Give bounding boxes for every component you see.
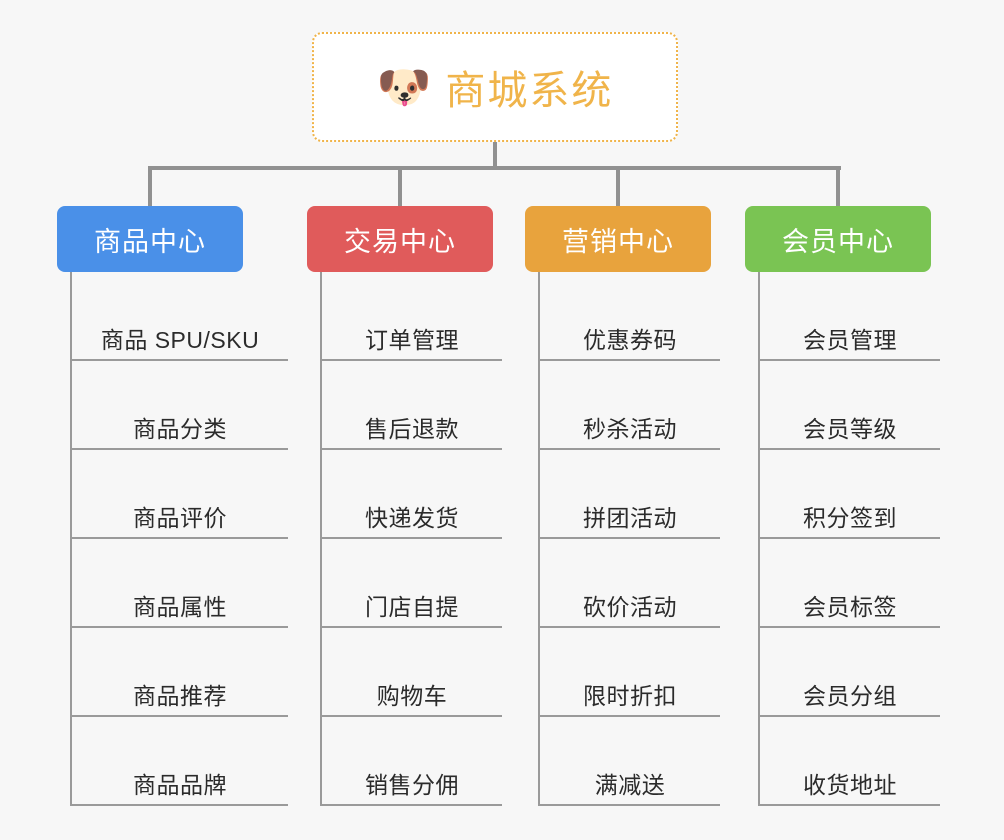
leaf-item[interactable]: 秒杀活动	[540, 361, 720, 450]
category-header-marketing-center[interactable]: 营销中心	[525, 206, 711, 272]
leaf-item-label: 商品推荐	[133, 683, 227, 709]
connector-drop-trade-center	[398, 166, 402, 206]
leaf-item[interactable]: 会员分组	[760, 628, 940, 717]
leaf-item[interactable]: 会员等级	[760, 361, 940, 450]
leaf-item[interactable]: 拼团活动	[540, 450, 720, 539]
connector-root-stem	[493, 142, 497, 170]
leaf-item-label: 优惠券码	[583, 327, 677, 353]
trunk-line-product-center	[70, 272, 72, 806]
leaf-item[interactable]: 售后退款	[322, 361, 502, 450]
root-node-title: 商城系统	[445, 69, 614, 113]
leaf-item[interactable]: 商品品牌	[72, 717, 288, 806]
leaf-item-label: 门店自提	[365, 594, 459, 620]
leaf-item-label: 收货地址	[803, 772, 897, 798]
shiba-dog-face-icon: 🐶	[376, 63, 432, 112]
leaf-item-label: 商品分类	[133, 416, 227, 442]
leaf-item[interactable]: 收货地址	[760, 717, 940, 806]
leaf-item[interactable]: 会员标签	[760, 539, 940, 628]
category-header-trade-center[interactable]: 交易中心	[307, 206, 493, 272]
leaf-item[interactable]: 销售分佣	[322, 717, 502, 806]
leaf-item-label: 会员管理	[803, 327, 897, 353]
leaf-item[interactable]: 快递发货	[322, 450, 502, 539]
leaf-item[interactable]: 商品推荐	[72, 628, 288, 717]
leaf-item[interactable]: 门店自提	[322, 539, 502, 628]
leaf-item[interactable]: 商品评价	[72, 450, 288, 539]
connector-horizontal-bus	[149, 166, 841, 170]
leaf-item-label: 销售分佣	[365, 772, 459, 798]
root-node[interactable]: 🐶 商城系统	[312, 32, 678, 142]
leaf-item-label: 商品品牌	[133, 772, 227, 798]
leaf-item-label: 拼团活动	[583, 505, 677, 531]
leaf-item[interactable]: 会员管理	[760, 272, 940, 361]
leaf-item-label: 商品 SPU/SKU	[100, 327, 260, 353]
leaf-item[interactable]: 商品 SPU/SKU	[72, 272, 288, 361]
leaf-item[interactable]: 限时折扣	[540, 628, 720, 717]
leaf-item-label: 商品属性	[133, 594, 227, 620]
leaf-item-label: 满减送	[594, 772, 666, 798]
leaf-item-label: 快递发货	[365, 505, 459, 531]
trunk-line-trade-center	[320, 272, 322, 806]
leaf-item[interactable]: 优惠券码	[540, 272, 720, 361]
leaf-item[interactable]: 购物车	[322, 628, 502, 717]
leaf-item-label: 限时折扣	[583, 683, 677, 709]
trunk-line-marketing-center	[538, 272, 540, 806]
leaf-item-label: 秒杀活动	[583, 416, 677, 442]
leaf-item-label: 购物车	[376, 683, 448, 709]
leaf-item-label: 会员标签	[803, 594, 897, 620]
leaf-item[interactable]: 满减送	[540, 717, 720, 806]
connector-drop-product-center	[148, 166, 152, 206]
category-header-product-center[interactable]: 商品中心	[57, 206, 243, 272]
connector-drop-marketing-center	[616, 166, 620, 206]
category-header-member-center[interactable]: 会员中心	[745, 206, 931, 272]
trunk-line-member-center	[758, 272, 760, 806]
leaf-item[interactable]: 商品分类	[72, 361, 288, 450]
leaf-item[interactable]: 砍价活动	[540, 539, 720, 628]
leaf-item[interactable]: 订单管理	[322, 272, 502, 361]
leaf-item-label: 砍价活动	[583, 594, 677, 620]
leaf-item[interactable]: 积分签到	[760, 450, 940, 539]
leaf-item-label: 售后退款	[365, 416, 459, 442]
connector-drop-member-center	[836, 166, 840, 206]
leaf-item-label: 商品评价	[133, 505, 227, 531]
leaf-item-label: 积分签到	[803, 505, 897, 531]
leaf-item-label: 订单管理	[365, 327, 459, 353]
leaf-item[interactable]: 商品属性	[72, 539, 288, 628]
leaf-item-label: 会员等级	[803, 416, 897, 442]
leaf-item-label: 会员分组	[803, 683, 897, 709]
